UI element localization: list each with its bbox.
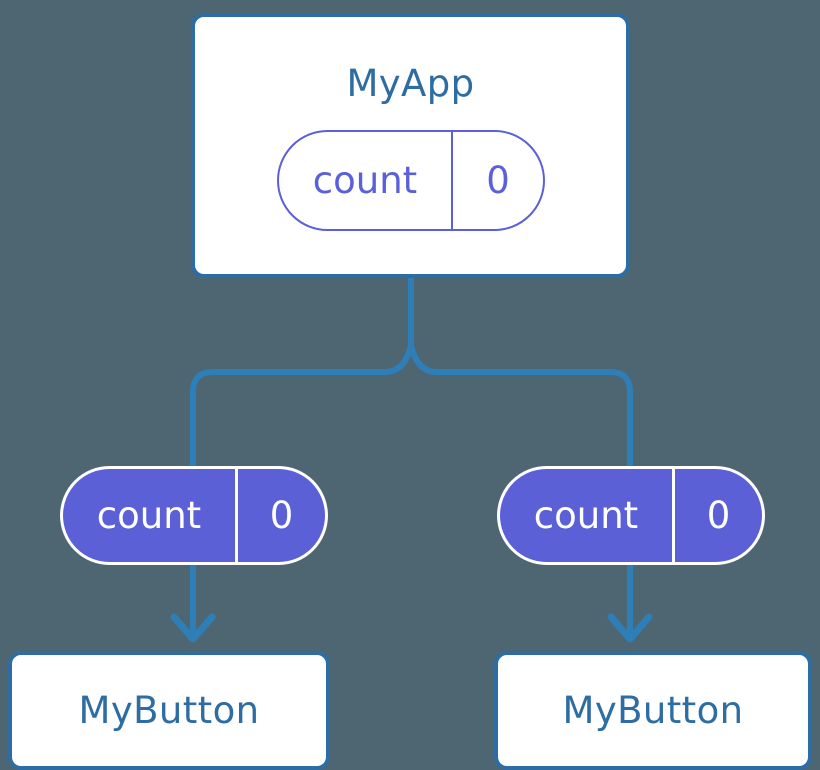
prop-pill-right-key: count [533,494,639,537]
connector-arrow-right-head [607,613,653,643]
component-label-mybutton-left: MyButton [78,689,260,732]
component-box-myapp[interactable]: MyApp [191,13,630,278]
component-box-mybutton-right[interactable]: MyButton [494,651,812,770]
state-pill-root-value: 0 [451,132,543,229]
component-label-mybutton-right: MyButton [562,689,744,732]
component-box-mybutton-left[interactable]: MyButton [8,651,330,770]
component-label-myapp: MyApp [346,62,475,105]
state-pill-root[interactable]: count 0 [277,130,545,231]
prop-pill-left-key: count [96,494,202,537]
state-pill-root-key: count [312,159,418,202]
connector-branch-bus [190,342,633,466]
connector-arrow-left-head [170,613,216,643]
prop-pill-right-value: 0 [672,469,762,562]
prop-pill-left-value: 0 [235,469,325,562]
prop-pill-right[interactable]: count 0 [497,466,765,565]
prop-pill-left[interactable]: count 0 [60,466,328,565]
